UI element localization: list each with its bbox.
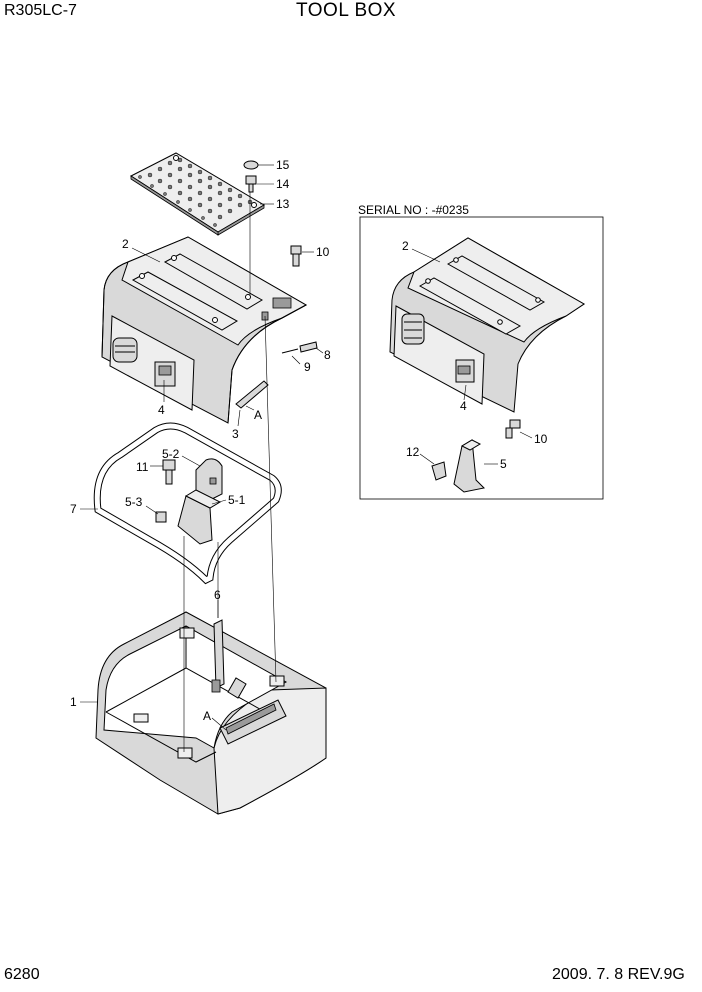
- callout-1: 1: [70, 695, 77, 709]
- callout-10: 10: [316, 245, 330, 259]
- callout-13: 13: [276, 197, 290, 211]
- callout-2: 2: [122, 237, 129, 251]
- toolbox-cover: [101, 236, 308, 424]
- callout-labels: 15 14 13 2 10 8 9 4 3 A 5-2 11 7 5-3 5-1…: [70, 158, 548, 723]
- inset-leader-lines: [411, 248, 533, 465]
- inset-bracket: [431, 419, 521, 493]
- inset-callout-12: 12: [406, 445, 420, 459]
- callout-7: 7: [70, 502, 77, 516]
- callout-15: 15: [276, 158, 290, 172]
- serial-variant-frame: [359, 216, 604, 500]
- callout-a-top: A: [254, 408, 262, 422]
- revision-date: 2009. 7. 8 REV.9G: [552, 966, 685, 983]
- callout-a-bottom: A: [203, 709, 211, 723]
- callout-5-1: 5-1: [228, 493, 246, 507]
- inset-callout-5: 5: [500, 457, 507, 471]
- page-title: TOOL BOX: [296, 0, 397, 21]
- callout-3: 3: [232, 427, 239, 441]
- page-number: 6280: [4, 966, 40, 983]
- serial-number-label: SERIAL NO : -#0235: [358, 203, 469, 217]
- callout-9: 9: [304, 360, 311, 374]
- callout-5-2: 5-2: [162, 447, 180, 461]
- inset-callout-2: 2: [402, 239, 409, 253]
- inset-callout-4: 4: [460, 399, 467, 413]
- callout-8: 8: [324, 348, 331, 362]
- callout-4: 4: [158, 403, 165, 417]
- model-code: R305LC-7: [4, 2, 77, 19]
- inset-cover: [389, 237, 585, 413]
- leader-lines: [80, 164, 324, 731]
- cap-and-bolt: [243, 160, 259, 193]
- toolbox-base: [95, 611, 327, 815]
- callout-11: 11: [136, 460, 149, 474]
- callout-5-3: 5-3: [125, 495, 143, 509]
- callout-14: 14: [276, 177, 290, 191]
- support-frame: [93, 422, 282, 585]
- anti-slip-plate: [129, 152, 265, 236]
- callout-6: 6: [214, 588, 221, 602]
- hardware-small: [235, 245, 318, 409]
- inset-callout-10: 10: [534, 432, 548, 446]
